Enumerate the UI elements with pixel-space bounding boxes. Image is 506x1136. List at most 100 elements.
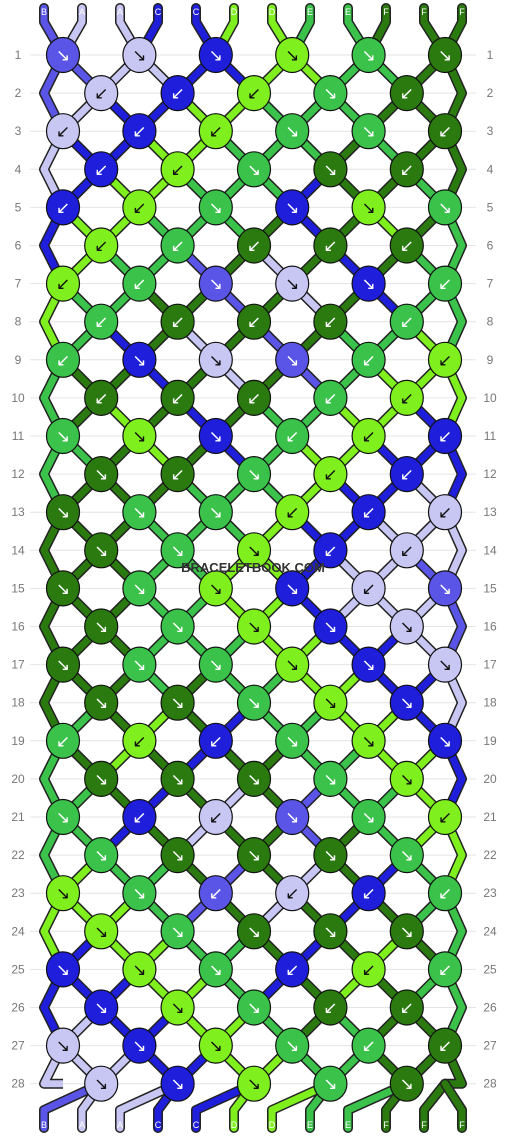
knot-ellipse: [313, 74, 348, 112]
knot: ↙: [389, 151, 424, 188]
knot-ellipse: [313, 1065, 348, 1102]
knot-ellipse: [236, 303, 272, 340]
arrow-down-left-icon: ↙: [438, 1037, 452, 1057]
knot: ↘: [198, 36, 233, 74]
knot-ellipse: [313, 227, 348, 264]
row-number-left: 2: [15, 86, 22, 100]
knot-ellipse: [351, 951, 386, 988]
row-number-right: 26: [483, 1001, 497, 1015]
top-strand-label: A: [117, 7, 123, 17]
arrow-down-left-icon: ↙: [209, 808, 223, 828]
arrow-down-right-icon: ↘: [56, 427, 70, 447]
row-number-right: 10: [483, 391, 497, 405]
arrow-down-right-icon: ↘: [209, 275, 223, 295]
arrow-down-left-icon: ↙: [247, 389, 261, 409]
arrow-down-left-icon: ↙: [323, 313, 337, 333]
knot: ↘: [160, 532, 195, 569]
knot: ↙: [160, 379, 195, 416]
knot-ellipse: [122, 341, 157, 378]
top-strand-label: B: [41, 7, 47, 17]
arrow-down-left-icon: ↙: [170, 465, 184, 485]
knot: ↘: [236, 1065, 272, 1102]
knot-ellipse: [160, 760, 195, 798]
arrow-down-left-icon: ↙: [247, 84, 261, 104]
arrow-down-left-icon: ↙: [438, 427, 452, 447]
knot: ↘: [275, 570, 310, 607]
row-number-left: 4: [15, 162, 22, 176]
knot: ↘: [351, 646, 386, 683]
arrow-down-left-icon: ↙: [56, 275, 70, 295]
knot-ellipse: [389, 836, 424, 874]
arrow-down-right-icon: ↘: [132, 656, 146, 676]
arrow-down-left-icon: ↙: [94, 84, 108, 104]
arrow-down-left-icon: ↙: [170, 237, 184, 257]
knot: ↘: [427, 36, 463, 74]
knot-ellipse: [84, 760, 119, 798]
knot-ellipse: [351, 341, 386, 378]
knot-ellipse: [351, 189, 386, 226]
knot-ellipse: [198, 113, 233, 150]
arrow-down-right-icon: ↘: [285, 808, 299, 828]
top-strand-label: A: [79, 7, 85, 17]
row-number-left: 5: [15, 200, 22, 214]
knot-ellipse: [313, 836, 348, 874]
knot: ↘: [198, 570, 233, 607]
knot-ellipse: [351, 417, 386, 455]
knot: ↘: [45, 951, 81, 988]
knot-ellipse: [45, 951, 81, 988]
knot: ↙: [313, 456, 348, 493]
arrow-down-right-icon: ↘: [94, 694, 108, 714]
arrow-down-left-icon: ↙: [285, 503, 299, 523]
knot: ↙: [427, 113, 463, 150]
knot: ↘: [198, 1027, 233, 1064]
knot: ↘: [198, 494, 233, 531]
arrow-down-right-icon: ↘: [323, 618, 337, 638]
knot-ellipse: [389, 379, 424, 416]
arrow-down-left-icon: ↙: [400, 237, 414, 257]
arrow-down-right-icon: ↘: [323, 84, 337, 104]
arrow-down-right-icon: ↘: [285, 46, 299, 66]
row-number-right: 12: [483, 467, 497, 481]
knot-ellipse: [122, 951, 157, 988]
knot: ↘: [427, 646, 463, 683]
arrow-down-right-icon: ↘: [323, 846, 337, 866]
arrow-down-right-icon: ↘: [323, 770, 337, 790]
arrow-down-right-icon: ↘: [400, 922, 414, 942]
watermark: BRACELETBOOK.COM: [181, 560, 325, 575]
knot: ↘: [160, 760, 195, 798]
top-strand-label: F: [421, 7, 427, 17]
knot: ↘: [160, 989, 195, 1026]
knot: ↘: [236, 836, 272, 874]
knot: ↙: [236, 379, 272, 416]
arrow-down-right-icon: ↘: [400, 694, 414, 714]
knot: ↙: [122, 722, 157, 759]
knot: ↙: [84, 74, 119, 112]
knot: ↘: [351, 265, 386, 302]
knot: ↙: [313, 989, 348, 1026]
knot: ↘: [389, 1065, 424, 1102]
knot: ↙: [389, 379, 424, 416]
arrow-down-right-icon: ↘: [285, 351, 299, 371]
knot: ↙: [275, 875, 310, 912]
knot: ↙: [275, 494, 310, 531]
knot-ellipse: [313, 608, 348, 645]
row-number-left: 12: [11, 467, 25, 481]
knot: ↙: [236, 303, 272, 340]
row-number-left: 11: [12, 429, 25, 443]
arrow-down-left-icon: ↙: [361, 579, 375, 599]
knot: ↘: [275, 341, 310, 378]
knot: ↙: [427, 1027, 463, 1064]
row-number-right: 20: [483, 772, 497, 786]
knot: ↙: [427, 494, 463, 531]
knot: ↙: [122, 113, 157, 150]
knot-ellipse: [160, 456, 195, 493]
knot: ↘: [160, 608, 195, 645]
knot-ellipse: [275, 113, 310, 150]
knot: ↘: [160, 836, 195, 874]
knot: ↘: [275, 189, 310, 226]
arrow-down-right-icon: ↘: [247, 770, 261, 790]
knot: ↘: [275, 113, 310, 150]
row-number-right: 8: [487, 315, 494, 329]
row-number-left: 17: [11, 658, 25, 672]
knot: ↘: [45, 36, 81, 74]
